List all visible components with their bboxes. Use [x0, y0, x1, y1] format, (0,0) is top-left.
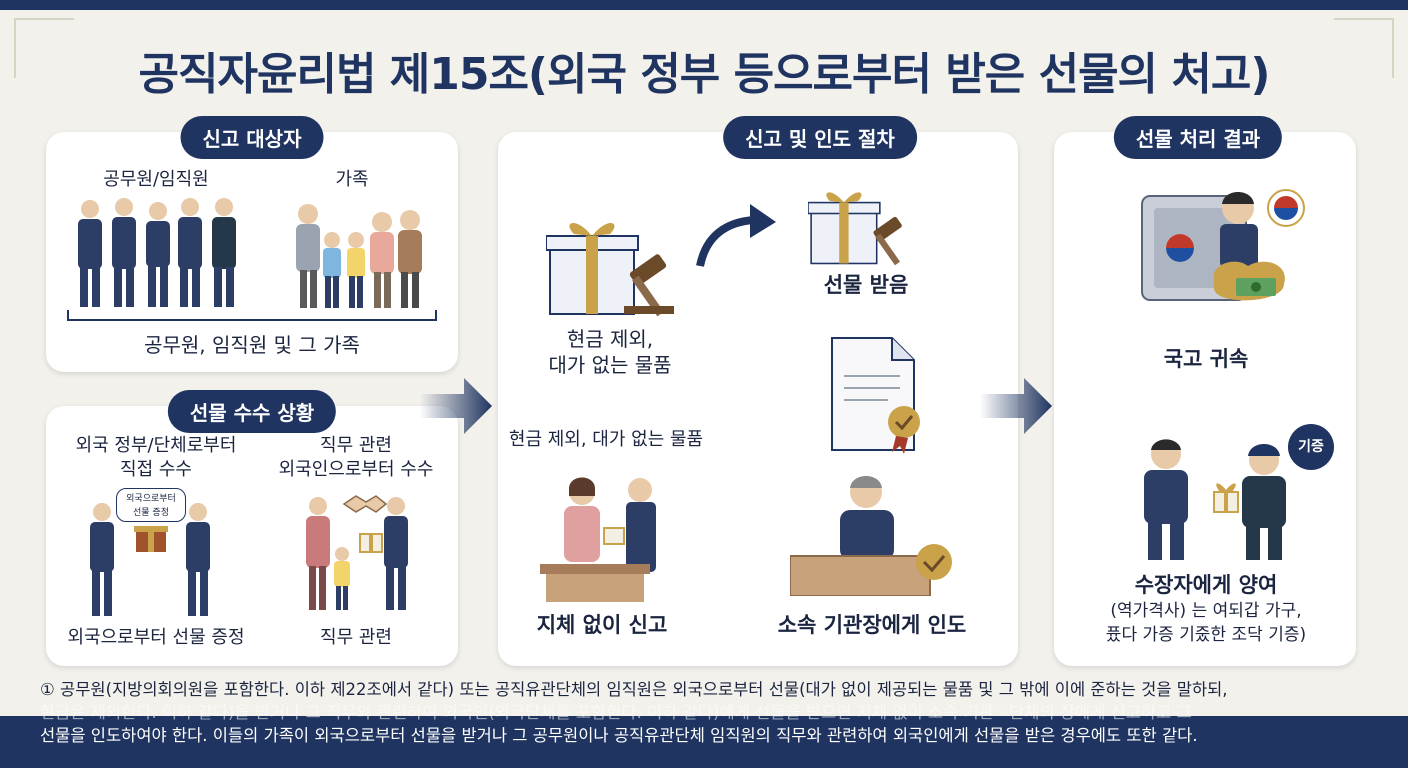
gift-exchange-illustration [90, 503, 210, 616]
result-header: 선물 처리 결과 [1113, 116, 1283, 159]
donation-badge: 기증 [1288, 424, 1334, 470]
procedure-item1-line1: 현금 제외, [566, 327, 654, 351]
targets-header: 신고 대상자 [180, 116, 324, 159]
certificate-icon [831, 337, 920, 454]
situation-left-caption: 외국으로부터 선물 증정 [67, 627, 245, 648]
situation-left-label-2: 직접 수수 [120, 459, 192, 480]
family-illustration [296, 204, 422, 308]
situation-right-caption: 직무 관련 [320, 627, 392, 648]
result-grant-note-2: 퓼다 가증 기줐한 조닥 기증) [1105, 625, 1307, 645]
family-label: 가족 [335, 169, 369, 190]
handover-illustration [1144, 439, 1286, 560]
footer-line-2: 현금은 제외한다. 이하 같다)을 받거나 그 직무와 관련하여 외국인(외국단… [40, 703, 1192, 722]
corner-ornament-left [14, 18, 74, 78]
handshake-icon [342, 495, 388, 513]
top-band [0, 0, 1408, 10]
flow-arrow-1 [420, 378, 492, 434]
gift-gavel-small-icon [808, 192, 902, 266]
speech-bubble-line-1: 외국으로부터 [126, 494, 176, 504]
gift-gavel-icon [546, 222, 674, 317]
procedure-item5: 소속 기관장에게 인도 [777, 613, 967, 637]
report-illustration [540, 477, 656, 602]
procedure-item1-line2: 대가 없는 물품 [548, 353, 672, 377]
situation-header: 선물 수수 상황 [167, 390, 337, 433]
page-title: 공직자윤리법 제15조(외국 정부 등으로부터 받은 선물의 처고) [138, 49, 1271, 100]
curved-arrow-icon [696, 204, 776, 267]
procedure-item4: 지체 없이 신고 [536, 613, 668, 637]
speech-bubble-line-2: 선물 증정 [133, 508, 169, 518]
footer-band [0, 716, 1408, 768]
result-grant: 수장자에게 양여 [1134, 573, 1278, 597]
family-gift-illustration [306, 497, 408, 610]
speech-bubble: 외국으로부터 선물 증정 [116, 488, 186, 522]
footer-line-3: 선물을 인도하여야 한다. 이들의 가족이 외국으로부터 선물을 받거나 그 공… [40, 726, 1198, 745]
procedure-item2: 선물 받음 [823, 273, 909, 297]
head-of-agency-illustration [790, 476, 952, 596]
footer-line-1: ① 공무원(지방의회의원을 포함한다. 이하 제22조에서 같다) 또는 공직유… [40, 680, 1228, 699]
corner-ornament-right [1334, 18, 1394, 78]
footer-legal-text: ① 공무원(지방의회의원을 포함한다. 이하 제22조에서 같다) 또는 공직유… [40, 678, 1370, 747]
procedure-header: 신고 및 인도 절차 [723, 116, 917, 159]
situation-right-label-1: 직무 관련 [320, 435, 392, 456]
procedure-item3: 현금 제외, 대가 없는 물품 [508, 429, 704, 450]
result-treasury: 국고 귀속 [1163, 347, 1249, 371]
national-treasury-illustration [1141, 189, 1305, 301]
situation-right-label-2: 외국인으로부터 수수 [278, 459, 434, 480]
targets-caption: 공무원, 임직원 및 그 가족 [144, 333, 360, 357]
flow-arrow-2 [980, 378, 1052, 434]
result-grant-note-1: (역가격사) 는 여되갑 가구, [1110, 601, 1302, 621]
officials-illustration [78, 198, 236, 307]
targets-bracket [67, 310, 437, 321]
situation-left-label-1: 외국 정부/단체로부터 [75, 435, 237, 456]
officials-label: 공무원/임직원 [103, 169, 209, 190]
